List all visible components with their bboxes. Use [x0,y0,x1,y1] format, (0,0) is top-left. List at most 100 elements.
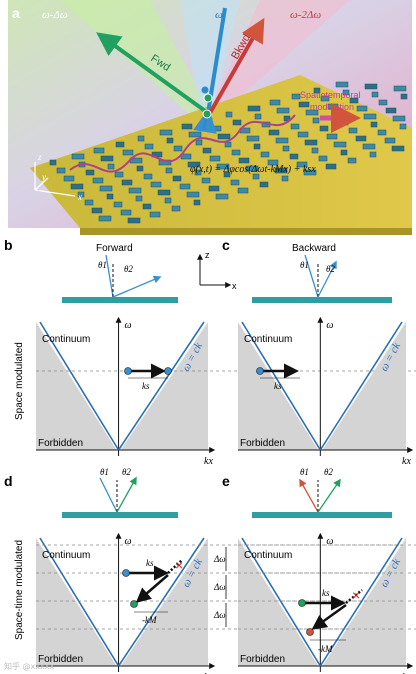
panel-label: a [12,5,20,21]
e-metasurface [252,512,392,518]
forbidden-region-right [322,322,406,450]
b-theta1: θ1 [98,260,107,270]
forbidden-region-right [120,538,208,666]
pillar [224,141,232,148]
pillar [274,167,288,174]
pillar [297,131,309,138]
pillar [122,149,134,156]
pillar [114,171,124,178]
pillar [150,181,162,188]
light-line-right [319,537,403,667]
omega-label: ω [326,320,333,331]
pillar [355,135,367,142]
light-line-right [117,537,205,667]
panel-e-label: e [222,473,230,489]
axis-y: y [41,172,46,182]
pillar [107,163,115,170]
pillar [210,125,222,132]
pillar [193,199,201,206]
pillar [232,119,242,126]
pillar [260,151,270,158]
c-incident [304,254,319,298]
forbidden-transition [167,559,183,574]
delta-label: Δω [213,554,226,564]
forbidden-region-right [322,538,406,666]
pillar [171,205,181,212]
pillar [179,183,191,190]
d-theta1: θ1 [100,467,109,477]
c-outgoing [317,260,337,298]
spot-blue [201,86,209,94]
forbidden-label: Forbidden [240,438,285,449]
pillar [63,175,75,182]
pillar [127,217,141,224]
coord-x: x [232,281,237,291]
continuum-label: Continuum [244,334,292,345]
pillar [164,197,172,204]
panel-b-header: b Forward θ1 θ2 [4,237,178,303]
pillar [363,113,377,120]
continuum-label: Continuum [42,334,90,345]
pillar [225,111,233,118]
b-incident [105,254,114,298]
pillar [303,169,317,176]
pillar [49,159,57,166]
axis-x-line [34,189,76,197]
omega-minus2-label: ω-2Δω [290,9,321,21]
coord-inset: z x [197,250,237,291]
pillar [208,185,220,192]
pillar [340,149,348,156]
pillar [202,147,212,154]
forbidden-label: Forbidden [38,438,83,449]
pillar [348,127,358,134]
pillar [106,193,114,200]
kx-label: kx [204,672,213,674]
pillar [93,147,105,154]
pillar [85,169,95,176]
pillar [217,133,231,140]
pillar [215,193,229,200]
pillar [291,93,301,100]
kx-label: kx [402,456,411,467]
state-initial [124,367,132,375]
pillar [335,81,349,88]
pillar [290,123,300,130]
pillar [237,187,249,194]
forbidden-region-left [36,322,117,450]
pillar [364,83,378,90]
pillar [253,143,261,150]
red-beam-glow [210,0,350,110]
pillar [319,125,329,132]
pillar [254,113,262,120]
pillar [187,161,201,168]
state-initial [256,367,264,375]
d-outgoing [116,476,137,513]
pillar [282,145,290,152]
ks-label: ks [146,558,154,568]
pillar [356,105,368,112]
state-final [164,367,172,375]
pillar [143,173,153,180]
pillar [231,149,241,156]
bkwd-arrow [208,17,265,114]
omega-label: ω [215,9,223,21]
light-line-left [39,321,120,451]
continuum-label: Continuum [244,550,292,561]
pillar [341,119,349,126]
pillar [259,181,269,188]
pillar [159,129,173,136]
pillar [313,87,321,94]
pillar [281,175,289,182]
spot-green [203,93,213,103]
omega-minus-label: ω-Δω [42,9,68,21]
cross-mark: × [352,587,360,603]
pillar [305,109,319,116]
forbidden-region-left [238,538,319,666]
pillar [188,131,202,138]
pillar [71,153,85,160]
pillar [391,145,405,152]
spot-green-2 [202,109,212,119]
pillar [400,93,408,100]
d-metasurface [62,512,178,518]
